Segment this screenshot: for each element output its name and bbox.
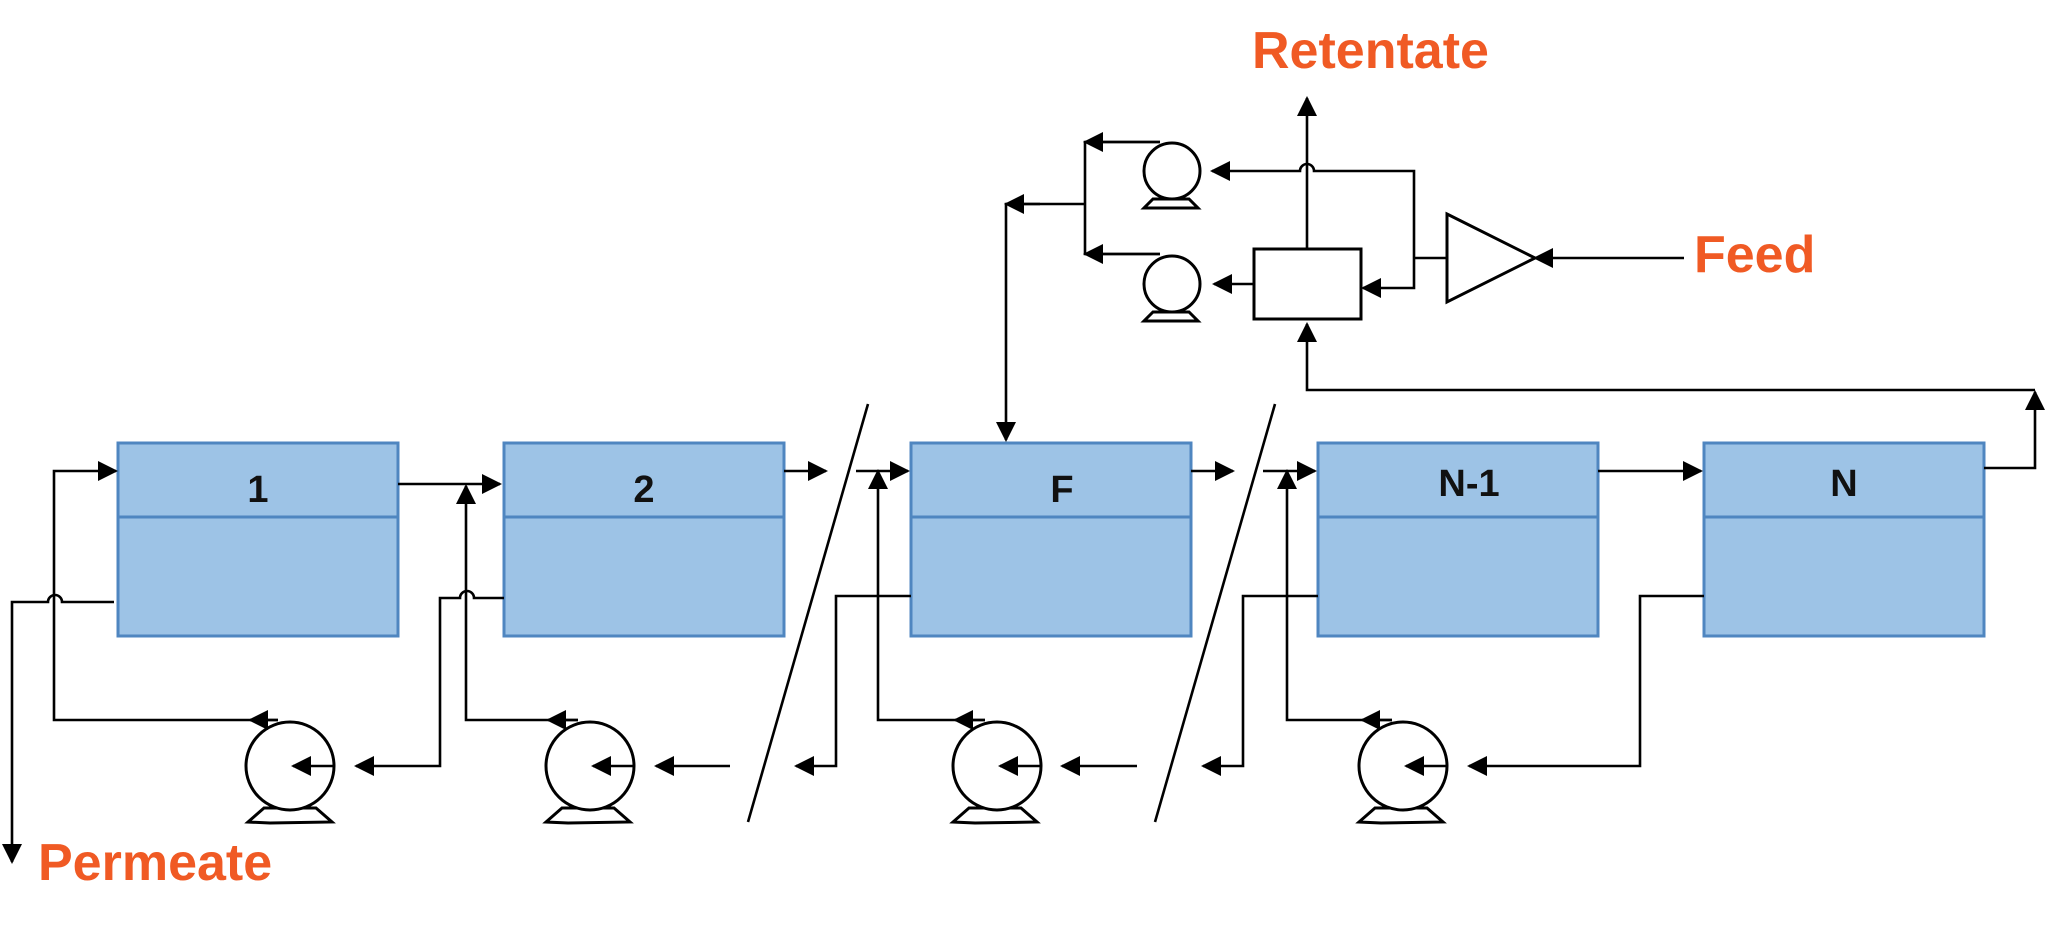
flow-arrow	[1297, 322, 2035, 392]
pump-icon	[949, 720, 1043, 825]
stage-label: 1	[247, 469, 268, 511]
feed-label: Feed	[1694, 226, 1815, 284]
stage-1: 1	[116, 441, 400, 638]
recycle-line	[1277, 469, 1392, 722]
flow-arrow	[1984, 390, 2045, 470]
recycle-line	[52, 461, 278, 722]
permeate-line	[1201, 594, 1318, 776]
feed-line	[1210, 161, 1416, 258]
pump-icon	[1355, 720, 1449, 825]
retentate-label: Retentate	[1252, 22, 1489, 80]
amplifier-icon	[1445, 211, 1539, 305]
permeate-label: Permeate	[38, 834, 272, 892]
stage-label: 2	[633, 469, 654, 511]
stage-label: N-1	[1438, 463, 1499, 505]
permeate-line	[2, 593, 114, 864]
recycle-line	[456, 484, 578, 722]
recycle-line	[868, 469, 985, 722]
stage-n: N	[1702, 441, 1986, 638]
pump-icon	[1140, 254, 1202, 323]
feed-line	[1361, 258, 1416, 298]
mixer-box	[1252, 247, 1363, 321]
stage-label: N	[1830, 463, 1857, 505]
stage-label: F	[1050, 469, 1073, 511]
stage-2: 2	[502, 441, 786, 638]
pump-icon	[1140, 141, 1202, 210]
stage-n-1: N-1	[1316, 441, 1600, 638]
recycle-line	[996, 202, 1085, 442]
pump-icon	[542, 720, 636, 825]
permeate-line	[1467, 594, 1704, 776]
permeate-line	[794, 594, 911, 776]
pump-icon	[244, 720, 336, 825]
break-slash	[746, 403, 870, 823]
break-slash	[1153, 403, 1277, 823]
stage-f: F	[909, 441, 1193, 638]
